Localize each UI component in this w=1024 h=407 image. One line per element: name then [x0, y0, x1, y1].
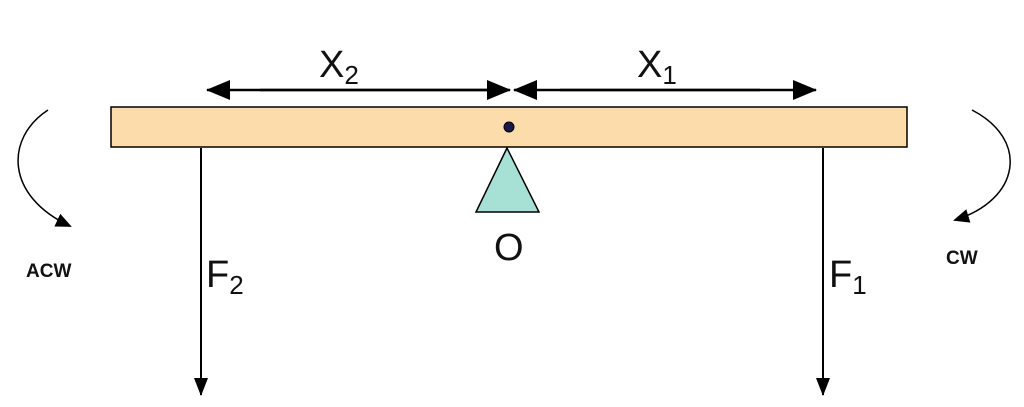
x2-label-base: X	[319, 44, 345, 86]
cw-label: CW	[946, 248, 978, 269]
pivot-dot	[503, 121, 515, 133]
fulcrum-triangle	[474, 146, 541, 213]
pivot-label: O	[494, 227, 524, 269]
f1-label: F1	[829, 254, 867, 298]
x2-label-sub: 2	[344, 60, 359, 90]
f1-label-base: F	[829, 254, 853, 296]
x2-label: X2	[319, 44, 359, 88]
f2-label: F2	[206, 254, 244, 298]
acw-label: ACW	[26, 261, 72, 282]
f2-label-base: F	[206, 254, 230, 296]
f2-label-sub: 2	[229, 270, 244, 300]
anticlockwise-rotation-arrow	[17, 109, 72, 227]
f1-label-sub: 1	[852, 270, 867, 300]
x1-label: X1	[637, 44, 677, 88]
x1-label-base: X	[637, 44, 663, 86]
x1-label-sub: 1	[662, 60, 677, 90]
clockwise-rotation-arrow	[953, 109, 1011, 223]
